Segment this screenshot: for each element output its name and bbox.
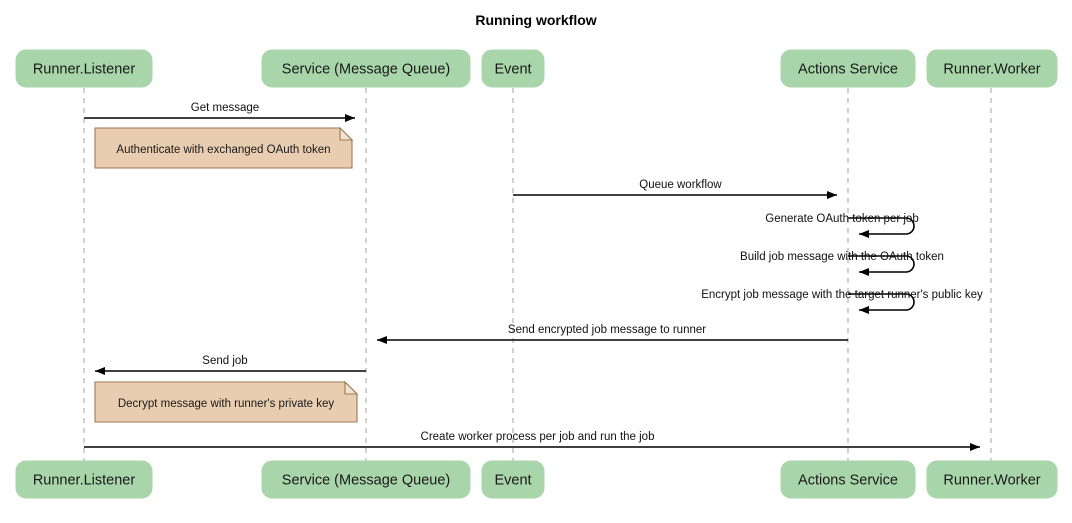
- participant-box[interactable]: [780, 49, 916, 88]
- participant-box[interactable]: [926, 49, 1058, 88]
- message-label: Send encrypted job message to runner: [508, 324, 706, 336]
- message-label: Create worker process per job and run th…: [421, 431, 655, 443]
- message-queue-workflow: Queue workflow: [513, 179, 837, 199]
- participants-header-row: Runner.Listener Service (Message Queue) Ev…: [15, 49, 1058, 88]
- self-loop-path: [848, 293, 915, 314]
- participant-box[interactable]: [261, 460, 471, 499]
- participant-service-mq-bottom[interactable]: Service (Message Queue): [261, 460, 471, 499]
- participant-runner-listener-top[interactable]: Runner.Listener: [15, 49, 153, 88]
- note-fold-corner-icon: [339, 126, 354, 141]
- participant-runner-worker-bottom[interactable]: Runner.Worker: [926, 460, 1058, 499]
- participant-box[interactable]: [15, 460, 153, 499]
- note-label: Decrypt message with runner's private ke…: [118, 398, 335, 410]
- participant-label: Runner.Worker: [943, 473, 1040, 489]
- participant-actions-service-top[interactable]: Actions Service: [780, 49, 916, 88]
- participant-label: Actions Service: [798, 62, 898, 78]
- note-body: [94, 127, 353, 169]
- message-label: Build job message with the OAuth token: [740, 251, 944, 263]
- lifelines-group: [83, 88, 992, 461]
- participant-box[interactable]: [481, 49, 545, 88]
- message-label: Encrypt job message with the target runn…: [701, 289, 983, 301]
- participant-event-top[interactable]: Event: [481, 49, 545, 88]
- self-loop-path: [848, 255, 915, 276]
- participant-event-bottom[interactable]: Event: [481, 460, 545, 499]
- message-label: Queue workflow: [639, 179, 722, 191]
- self-loop-path: [848, 217, 915, 238]
- participant-actions-service-bottom[interactable]: Actions Service: [780, 460, 916, 499]
- participant-box[interactable]: [926, 460, 1058, 499]
- participant-label: Event: [494, 473, 531, 489]
- page-title: Running workflow: [475, 12, 596, 28]
- participant-label: Event: [494, 62, 531, 78]
- message-build-job-message: Build job message with the OAuth token: [740, 251, 944, 276]
- note-body: [94, 381, 358, 423]
- message-generate-oauth-token: Generate OAuth token per job: [765, 213, 919, 238]
- participant-label: Service (Message Queue): [282, 62, 450, 78]
- note-note-authenticate: Authenticate with exchanged OAuth token: [94, 126, 354, 169]
- participant-label: Runner.Listener: [33, 62, 136, 78]
- message-encrypt-job-message: Encrypt job message with the target runn…: [701, 289, 983, 314]
- notes-group: Authenticate with exchanged OAuth tokenD…: [94, 126, 359, 423]
- participant-box[interactable]: [15, 49, 153, 88]
- participant-box[interactable]: [481, 460, 545, 499]
- message-label: Send job: [202, 355, 247, 367]
- participant-runner-listener-bottom[interactable]: Runner.Listener: [15, 460, 153, 499]
- participant-label: Service (Message Queue): [282, 473, 450, 489]
- participant-service-mq-top[interactable]: Service (Message Queue): [261, 49, 471, 88]
- message-send-encrypted-job-message: Send encrypted job message to runner: [377, 324, 848, 344]
- message-send-job: Send job: [95, 355, 366, 375]
- note-fold-corner-icon: [344, 380, 359, 395]
- participant-label: Actions Service: [798, 473, 898, 489]
- note-label: Authenticate with exchanged OAuth token: [116, 144, 330, 156]
- note-note-decrypt: Decrypt message with runner's private ke…: [94, 380, 359, 423]
- participant-label: Runner.Listener: [33, 473, 136, 489]
- participant-box[interactable]: [780, 460, 916, 499]
- participants-footer-row: Runner.Listener Service (Message Queue) Ev…: [15, 460, 1058, 499]
- participant-runner-worker-top[interactable]: Runner.Worker: [926, 49, 1058, 88]
- message-create-worker-process: Create worker process per job and run th…: [84, 431, 980, 451]
- message-label: Generate OAuth token per job: [765, 213, 918, 225]
- message-get-message: Get message: [84, 102, 355, 122]
- message-label: Get message: [191, 102, 259, 114]
- participant-box[interactable]: [261, 49, 471, 88]
- participant-label: Runner.Worker: [943, 62, 1040, 78]
